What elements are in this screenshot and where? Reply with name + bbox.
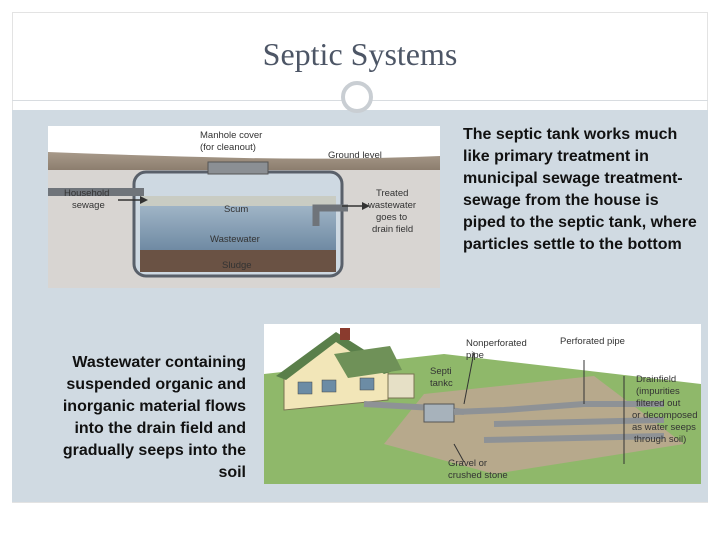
label-nonperforated: Nonperforated — [466, 338, 527, 349]
label-perforated-pipe: Perforated pipe — [560, 336, 625, 347]
label-crushed-stone: crushed stone — [448, 470, 508, 481]
label-treated: Treated — [376, 188, 408, 199]
septic-tank-description: The septic tank works much like primary … — [463, 126, 697, 253]
label-through-soil: through soil) — [634, 434, 686, 445]
label-sludge: Sludge — [222, 260, 252, 271]
label-as-water-seeps: as water seeps — [632, 422, 696, 433]
label-ground-level: Ground level — [328, 150, 382, 161]
drain-field-description: Wastewater containing suspended organic … — [62, 354, 246, 481]
divider-ring-icon — [341, 81, 373, 113]
label-drain-field: drain field — [372, 224, 413, 235]
label-treated-wastewater: wastewater — [367, 200, 416, 211]
label-manhole-cover: Manhole cover — [200, 130, 262, 141]
footer-band — [12, 502, 708, 529]
label-scum: Scum — [224, 204, 248, 215]
label-filtered-out: filtered out — [636, 398, 681, 409]
label-or-decomposed: or decomposed — [632, 410, 697, 421]
label-goes-to: goes to — [376, 212, 407, 223]
drain-field-diagram: Nonperforated pipe Perforated pipe Septi… — [264, 324, 701, 484]
label-household: Household — [64, 188, 109, 199]
label-pipe: pipe — [466, 350, 484, 361]
label-drainfield: Drainfield — [636, 374, 676, 385]
label-gravel-or: Gravel or — [448, 458, 487, 469]
slide-title: Septic Systems — [262, 36, 458, 72]
label-sewage: sewage — [72, 200, 105, 211]
label-impurities: (impurities — [636, 386, 680, 397]
label-septic: Septi — [430, 366, 452, 377]
label-tank: tankc — [430, 378, 453, 389]
septic-tank-diagram: Manhole cover (for cleanout) Ground leve… — [48, 126, 440, 288]
label-wastewater: Wastewater — [210, 234, 260, 245]
label-for-cleanout: (for cleanout) — [200, 142, 256, 153]
